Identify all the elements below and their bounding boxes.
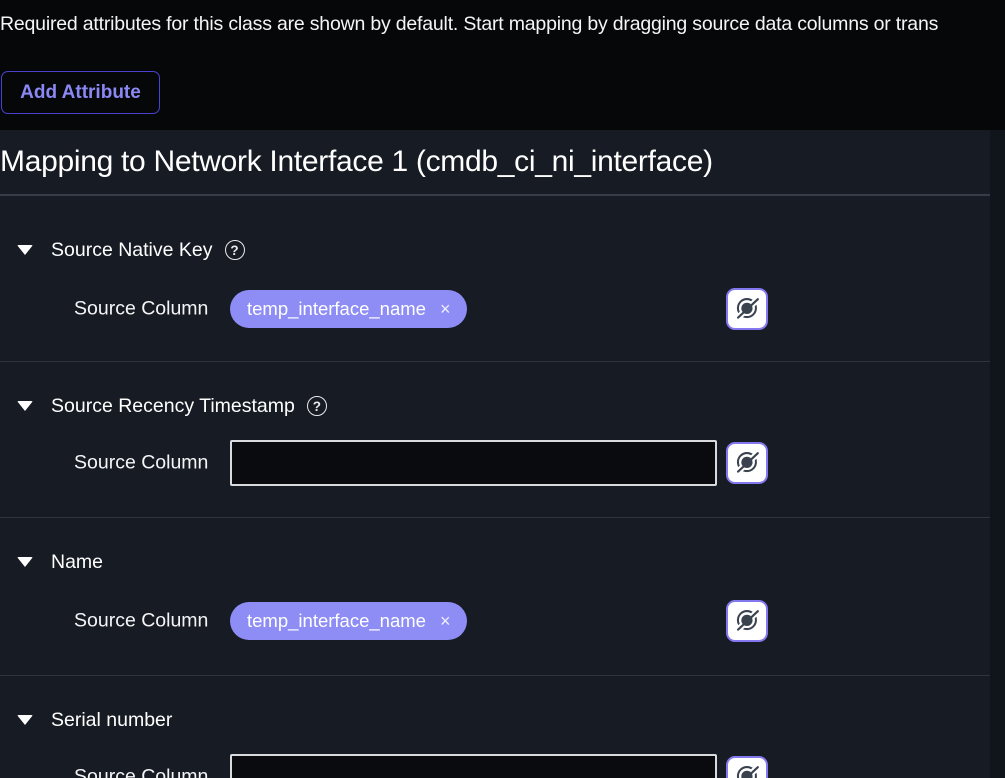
hide-preview-icon — [734, 762, 762, 778]
field-row: Source Column — [0, 754, 990, 778]
attribute-section: Name Source Column temp_interface_name × — [0, 518, 990, 676]
top-toolbar: Required attributes for this class are s… — [0, 0, 1005, 130]
field-row: Source Column — [0, 440, 990, 486]
attribute-section: Source Native Key ? Source Column temp_i… — [0, 196, 990, 362]
help-icon[interactable]: ? — [224, 240, 245, 260]
scroll-gutter[interactable] — [990, 130, 1005, 778]
intro-message: Required attributes for this class are s… — [0, 13, 939, 35]
field-label: Source Column — [74, 609, 209, 632]
collapse-caret-icon[interactable] — [17, 401, 33, 411]
section-label: Source Recency Timestamp — [51, 394, 295, 417]
mapping-header: Mapping to Network Interface 1 (cmdb_ci_… — [0, 130, 990, 196]
row-action-button[interactable] — [726, 288, 768, 330]
attribute-section: Serial number Source Column — [0, 676, 990, 778]
add-attribute-button[interactable]: Add Attribute — [1, 71, 160, 114]
section-header: Source Native Key ? — [17, 239, 245, 261]
help-icon[interactable]: ? — [306, 396, 327, 416]
field-label: Source Column — [74, 451, 209, 474]
chip-value: temp_interface_name — [247, 298, 426, 319]
row-action-button[interactable] — [726, 600, 768, 642]
collapse-caret-icon[interactable] — [17, 557, 33, 567]
field-label: Source Column — [74, 297, 209, 320]
section-header: Name — [17, 551, 103, 573]
chip-value: temp_interface_name — [247, 610, 426, 631]
section-label: Serial number — [51, 708, 173, 731]
source-column-input[interactable] — [230, 754, 717, 778]
chip-remove-icon[interactable]: × — [439, 299, 451, 319]
section-header: Source Recency Timestamp ? — [17, 395, 327, 417]
attribute-sections: Source Native Key ? Source Column temp_i… — [0, 196, 990, 778]
hide-preview-icon — [733, 448, 762, 478]
collapse-caret-icon[interactable] — [17, 715, 33, 725]
row-action-button[interactable] — [726, 442, 768, 484]
hide-preview-icon — [733, 294, 762, 324]
row-action-button[interactable] — [726, 756, 768, 778]
field-label: Source Column — [74, 765, 209, 778]
section-label: Source Native Key — [51, 238, 213, 261]
field-row: Source Column temp_interface_name × — [0, 286, 990, 332]
section-header: Serial number — [17, 709, 172, 731]
source-column-chip[interactable]: temp_interface_name × — [230, 602, 468, 640]
hide-preview-icon — [733, 606, 762, 636]
page-title: Mapping to Network Interface 1 (cmdb_ci_… — [0, 145, 713, 178]
field-row: Source Column temp_interface_name × — [0, 598, 990, 644]
source-column-chip[interactable]: temp_interface_name × — [230, 290, 468, 328]
attribute-section: Source Recency Timestamp ? Source Column — [0, 362, 990, 518]
mapping-panel: Mapping to Network Interface 1 (cmdb_ci_… — [0, 130, 990, 778]
source-column-input[interactable] — [230, 440, 717, 486]
chip-remove-icon[interactable]: × — [439, 611, 451, 631]
section-label: Name — [51, 550, 104, 573]
collapse-caret-icon[interactable] — [17, 245, 33, 255]
